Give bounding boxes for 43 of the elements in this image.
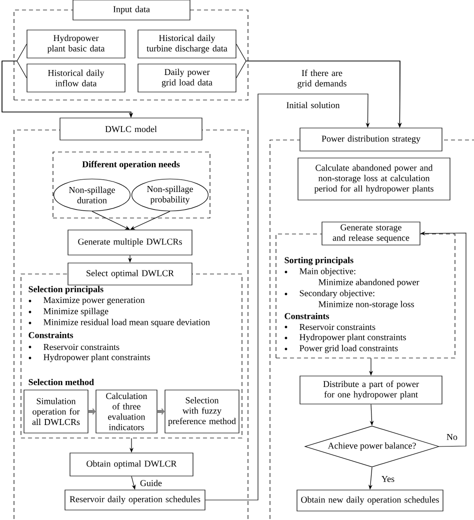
process-box: Calculate abandoned power and non-storage loss at calculation period for all hydropower plants xyxy=(298,158,450,200)
process-box: Historical daily inflow data xyxy=(26,64,126,92)
list-item: Reservoir constraints xyxy=(28,344,120,350)
edge-label: No xyxy=(446,434,458,440)
list-item: Hydropower plant constraints xyxy=(284,334,406,342)
process-box: Simulation operation for all DWLCRs xyxy=(24,390,88,434)
arrow xyxy=(92,211,130,230)
process-box: Historical daily turbine discharge data xyxy=(138,30,236,58)
arrow xyxy=(205,94,370,500)
process-box: Distribute a part of power for one hydropower plant xyxy=(300,376,442,404)
section-heading: Selection principals xyxy=(28,286,104,294)
section-heading: Constraints xyxy=(28,332,74,338)
edge-label: Guide xyxy=(140,480,162,486)
list-item: Maximize power generation xyxy=(28,297,145,305)
section-heading: Different operation needs xyxy=(82,160,180,170)
process-box: Select optimal DWLCR xyxy=(68,262,192,286)
list-item: Main objective: xyxy=(284,268,356,276)
list-item: Minimize spillage xyxy=(28,308,108,316)
process-box: Hydropower plant basic data xyxy=(26,30,126,58)
list-item: Minimize residual load mean square deviation xyxy=(28,318,210,328)
process-box: Obtain optimal DWLCR xyxy=(70,452,194,476)
process-box: Reservoir daily operation schedules xyxy=(64,490,206,510)
process-box: Generate storage and release sequence xyxy=(322,222,420,246)
list-item: Minimize non-storage loss xyxy=(318,300,414,310)
process-box: Selection with fuzzy preference method xyxy=(164,390,240,434)
list-item: Hydropower plant constraints xyxy=(28,354,150,362)
process-box: Calculation of three evaluation indicators xyxy=(96,390,158,434)
list-item: Power grid load constraints xyxy=(284,344,398,354)
edge-label: Yes xyxy=(382,476,394,482)
edge-label: If there are grid demands xyxy=(298,70,346,88)
process-box: Generate multiple DWLCRs xyxy=(68,230,192,256)
process-box: Daily power grid load data xyxy=(138,64,236,92)
section-heading: Constraints xyxy=(284,312,330,320)
process-box: Input data xyxy=(72,0,190,20)
section-heading: Sorting principals xyxy=(284,256,354,266)
edge-label: Initial solution xyxy=(286,102,340,108)
process-box: Obtain new daily operation schedules xyxy=(296,490,444,512)
list-item: Minimize abandoned power xyxy=(318,278,420,288)
list-item: Reservoir constraints xyxy=(284,324,376,330)
process-box: DWLC model xyxy=(60,118,202,140)
list-item: Secondary objective: xyxy=(284,290,374,298)
section-heading: Selection method xyxy=(28,378,94,386)
process-box: Power distribution strategy xyxy=(300,128,442,152)
